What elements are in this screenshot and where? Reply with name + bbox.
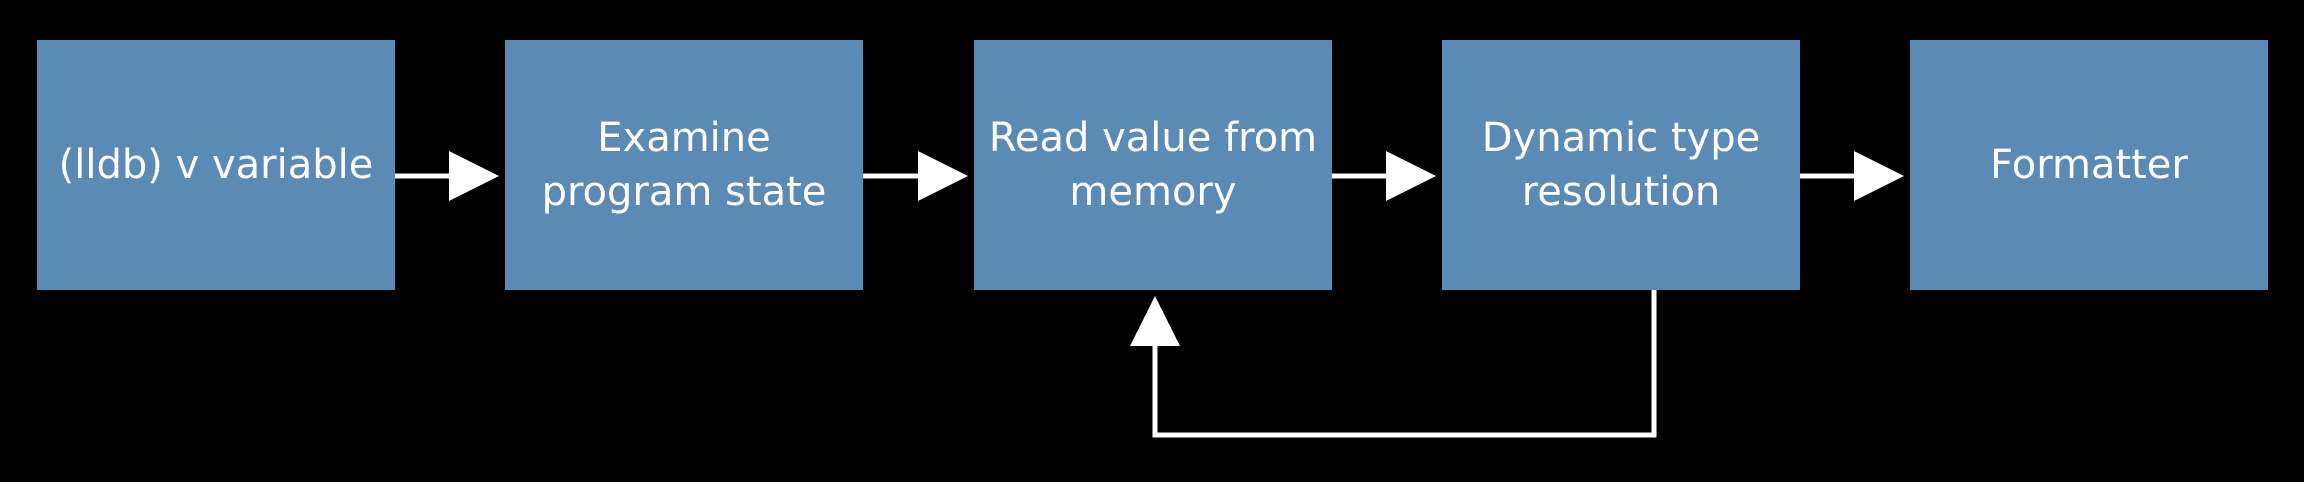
node-lldb-command: (lldb) v variable	[37, 40, 395, 290]
arrow-n4-feedback-to-n3	[1130, 290, 1657, 438]
node-formatter: Formatter	[1910, 40, 2268, 290]
node-label: Dynamic type resolution	[1481, 115, 1761, 215]
node-label: Read value from memory	[988, 115, 1318, 215]
node-label: (lldb) v variable	[58, 142, 374, 188]
node-examine-program-state: Examine program state	[505, 40, 863, 290]
node-dynamic-type-resolution: Dynamic type resolution	[1442, 40, 1800, 290]
node-read-value-from-memory: Read value from memory	[974, 40, 1332, 290]
node-label: Formatter	[1990, 142, 2188, 188]
node-label: Examine program state	[541, 115, 827, 215]
